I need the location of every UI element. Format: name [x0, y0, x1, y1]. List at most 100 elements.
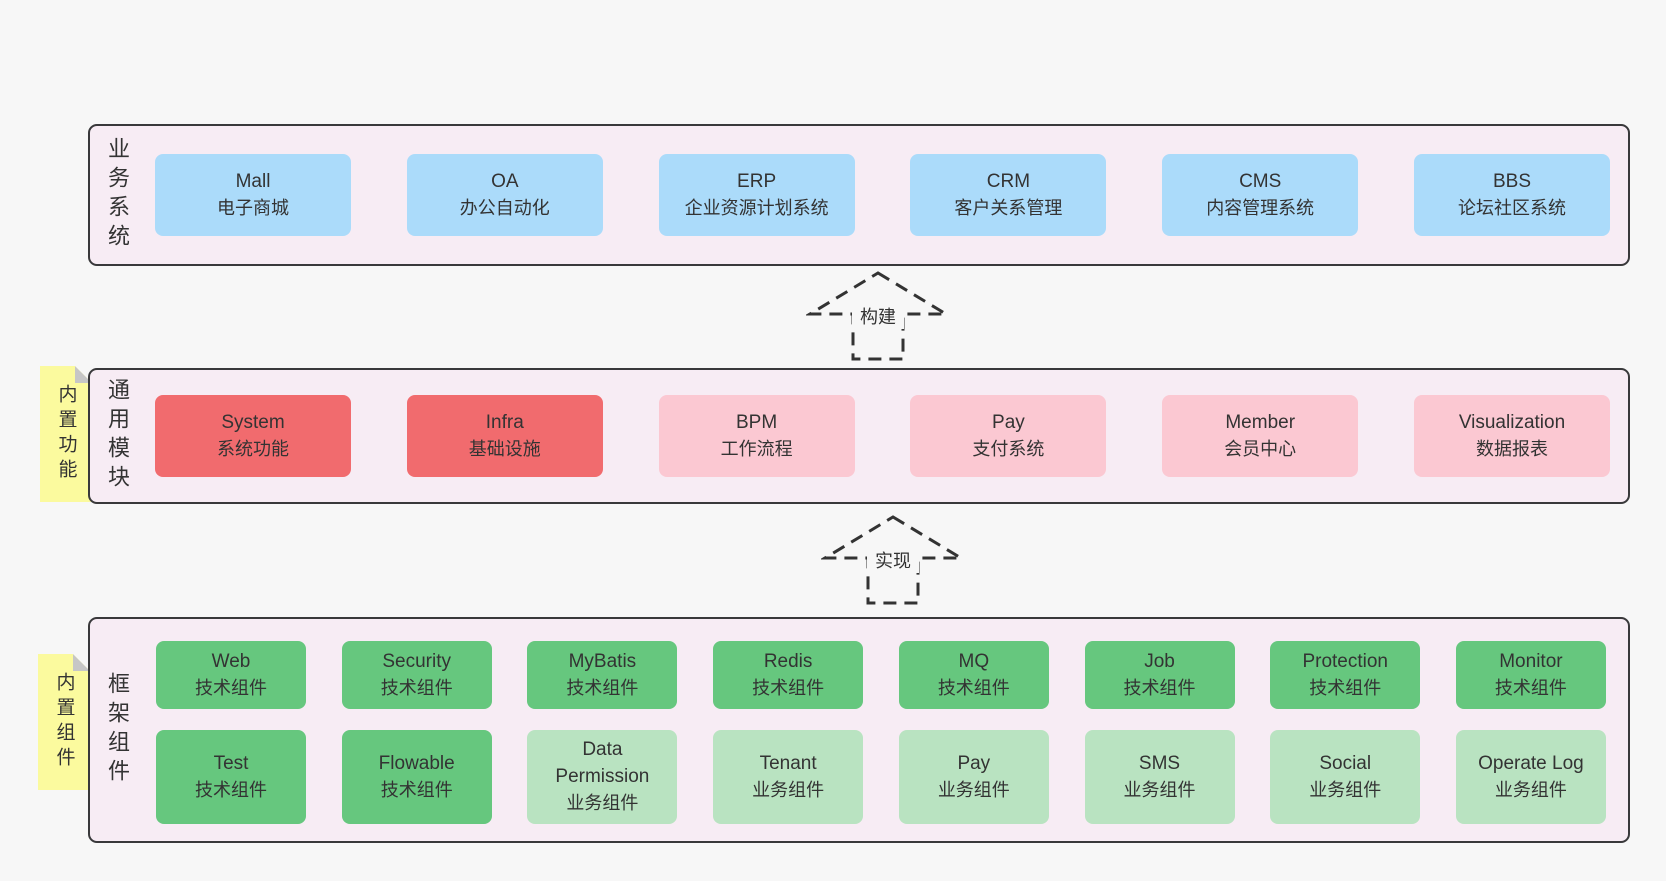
box-pay-component: Pay 业务组件	[898, 729, 1049, 824]
arrow-label: 实现	[875, 551, 911, 571]
box-name: Web	[211, 650, 251, 672]
box-desc: 技术组件	[1494, 677, 1567, 698]
box-desc: 业务组件	[937, 779, 1010, 800]
box-crm: CRM 客户关系管理	[910, 154, 1107, 236]
box-name: CMS	[1239, 171, 1282, 192]
box-system: System 系统功能	[155, 395, 351, 477]
box-name: MyBatis	[568, 650, 637, 672]
box-operate-log: Operate Log 业务组件	[1455, 729, 1606, 824]
dashed-up-arrow-icon: 实现	[821, 515, 965, 605]
box-desc: 技术组件	[380, 779, 453, 800]
box-member: Member 会员中心	[1162, 395, 1359, 477]
layer-common-modules: 通用模块 System 系统功能 Infra 基础设施 BPM 工作流程 Pay…	[88, 368, 1630, 504]
box-cms: CMS 内容管理系统	[1162, 154, 1359, 236]
box-desc: 业务组件	[1494, 779, 1567, 800]
box-name: Pay	[957, 752, 991, 774]
box-name: Pay	[992, 412, 1025, 433]
box-name: Redis	[763, 650, 813, 672]
box-name: BBS	[1492, 171, 1531, 192]
box-desc: 技术组件	[752, 677, 825, 698]
box-desc: 业务组件	[1309, 779, 1382, 800]
box-desc: 技术组件	[937, 677, 1010, 698]
box-desc: 系统功能	[217, 439, 289, 459]
arrow-label: 构建	[860, 307, 896, 327]
box-tenant: Tenant 业务组件	[713, 729, 864, 824]
box-name: Social	[1319, 752, 1372, 774]
layer-label-common-modules: 通用模块	[105, 378, 130, 494]
box-data-permission: Data Permission 业务组件	[527, 729, 678, 824]
box-erp: ERP 企业资源计划系统	[658, 154, 855, 236]
layer-business-systems: 业务系统 Mall 电子商城 OA 办公自动化 ERP 企业资源计划系统 CRM…	[88, 124, 1630, 266]
box-name: OA	[491, 171, 519, 192]
box-desc: 基础设施	[468, 439, 541, 459]
arrow-build: 构建	[806, 270, 950, 362]
box-name: Data Permission	[555, 739, 650, 788]
box-test: Test 技术组件	[156, 729, 306, 824]
box-desc: 技术组件	[1309, 677, 1382, 698]
box-desc: 内容管理系统	[1206, 198, 1315, 218]
box-desc: 数据报表	[1475, 439, 1548, 459]
box-desc: 工作流程	[720, 439, 793, 459]
box-desc: 技术组件	[566, 677, 639, 698]
box-desc: 论坛社区系统	[1457, 198, 1566, 218]
box-mall: Mall 电子商城	[155, 154, 351, 236]
box-name: ERP	[737, 171, 777, 192]
box-name: Test	[213, 752, 249, 774]
box-desc: 技术组件	[195, 677, 267, 698]
box-protection: Protection 技术组件	[1270, 641, 1421, 709]
box-desc: 技术组件	[195, 779, 267, 800]
box-name: BPM	[736, 412, 778, 433]
business-systems-row: Mall 电子商城 OA 办公自动化 ERP 企业资源计划系统 CRM 客户关系…	[155, 126, 1610, 264]
box-security: Security 技术组件	[341, 641, 492, 709]
box-desc: 客户关系管理	[954, 198, 1063, 218]
box-visualization: Visualization 数据报表	[1413, 395, 1610, 477]
box-flowable: Flowable 技术组件	[341, 729, 492, 824]
sticky-note-built-in-functions: 内置功能	[40, 366, 92, 502]
box-mybatis: MyBatis 技术组件	[527, 641, 678, 709]
box-desc: 支付系统	[972, 439, 1045, 459]
box-desc: 业务组件	[566, 793, 639, 814]
box-name: Visualization	[1458, 412, 1566, 433]
layer-framework-components: 框架组件 Web 技术组件 Security 技术组件 MyBatis 技术组件…	[88, 617, 1630, 843]
box-job: Job 技术组件	[1084, 641, 1235, 709]
box-name: System	[221, 412, 285, 433]
box-mq: MQ 技术组件	[898, 641, 1049, 709]
box-name: Member	[1225, 412, 1296, 433]
box-name: SMS	[1138, 752, 1181, 774]
box-desc: 会员中心	[1224, 439, 1297, 459]
box-desc: 办公自动化	[459, 198, 550, 218]
arrow-implement: 实现	[821, 514, 965, 606]
box-name: Protection	[1302, 650, 1388, 672]
box-desc: 技术组件	[380, 677, 453, 698]
box-name: MQ	[958, 650, 990, 672]
common-modules-row: System 系统功能 Infra 基础设施 BPM 工作流程 Pay 支付系统…	[155, 370, 1610, 502]
box-bbs: BBS 论坛社区系统	[1413, 154, 1610, 236]
box-name: Security	[382, 650, 452, 672]
box-desc: 业务组件	[752, 779, 825, 800]
layer-label-framework-components: 框架组件	[105, 672, 130, 788]
box-desc: 电子商城	[217, 198, 289, 218]
box-redis: Redis 技术组件	[713, 641, 864, 709]
box-desc: 业务组件	[1123, 779, 1196, 800]
box-web: Web 技术组件	[156, 641, 306, 709]
layer-label-business-systems: 业务系统	[105, 137, 130, 253]
note-label: 内置组件	[53, 672, 75, 772]
box-pay-system: Pay 支付系统	[910, 395, 1107, 477]
box-monitor: Monitor 技术组件	[1455, 641, 1606, 709]
box-name: Monitor	[1499, 650, 1563, 672]
box-name: Flowable	[378, 752, 455, 774]
box-name: Infra	[485, 412, 524, 433]
box-name: Job	[1144, 650, 1175, 672]
framework-components-grid: Web 技术组件 Security 技术组件 MyBatis 技术组件 Redi…	[156, 641, 1606, 824]
box-desc: 企业资源计划系统	[684, 198, 829, 218]
box-name: Operate Log	[1478, 752, 1584, 774]
note-label: 内置功能	[55, 384, 77, 484]
box-name: CRM	[986, 171, 1031, 192]
box-oa: OA 办公自动化	[406, 154, 603, 236]
dashed-up-arrow-icon: 构建	[806, 271, 950, 361]
box-bpm: BPM 工作流程	[658, 395, 855, 477]
box-name: Tenant	[759, 752, 817, 774]
box-name: Mall	[235, 171, 271, 192]
box-sms: SMS 业务组件	[1084, 729, 1235, 824]
box-infra: Infra 基础设施	[406, 395, 603, 477]
